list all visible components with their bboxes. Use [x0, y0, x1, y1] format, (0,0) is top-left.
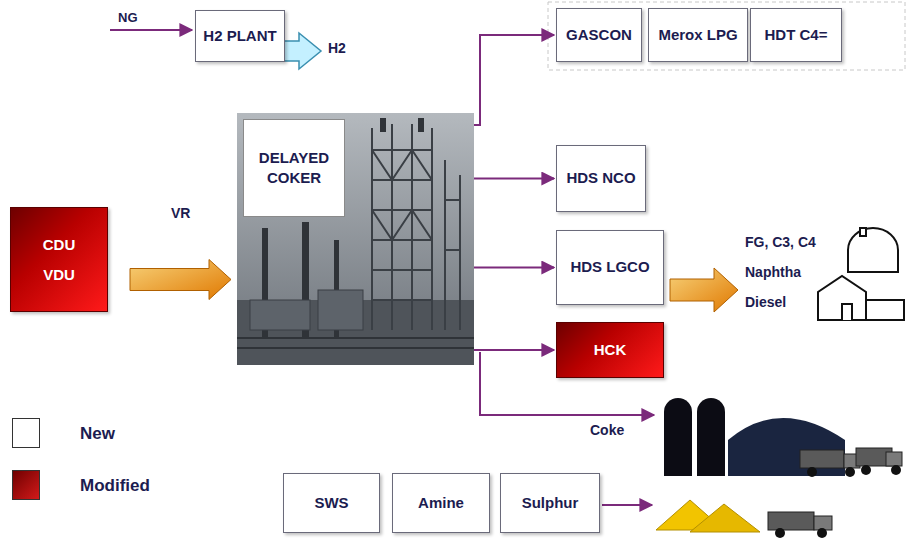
process-box: H2 PLANT — [195, 10, 285, 62]
process-box: SWS — [283, 473, 380, 533]
product-name: Coke — [590, 422, 624, 439]
sulphur-line — [602, 504, 652, 506]
unit-name: GASCON — [562, 24, 636, 47]
process-box: Sulphur — [500, 473, 600, 533]
process-box: HDS NCO — [556, 145, 646, 212]
product-block-arrow — [670, 268, 738, 312]
feed-block-arrow — [130, 260, 231, 300]
unit-name: HDS NCO — [562, 167, 639, 190]
unit-name: HDS LGCO — [566, 256, 653, 279]
unit-name: HDT C4= — [761, 24, 832, 47]
group-frame — [548, 2, 905, 70]
legend-swatch — [12, 418, 40, 448]
process-box: CDU VDU — [10, 207, 108, 312]
storage-icon — [818, 228, 904, 320]
unit-name: SWS — [310, 492, 352, 515]
flow-arrow — [474, 349, 554, 351]
stream-name: NG — [118, 10, 138, 26]
coke-storage-icon — [664, 398, 902, 477]
process-box: HDT C4= — [750, 8, 842, 62]
plant-photo: DELAYED COKER — [237, 113, 474, 365]
product-name: Naphtha — [745, 264, 801, 281]
unit-name: Merox LPG — [654, 24, 741, 47]
unit-name: Sulphur — [518, 492, 583, 515]
process-box: Merox LPG — [648, 8, 748, 62]
process-box: Amine — [392, 473, 490, 533]
process-box: GASCON — [556, 8, 642, 62]
process-box: HCK — [556, 322, 664, 378]
product-name: FG, C3, C4 — [745, 234, 816, 251]
flow-arrow — [474, 267, 554, 269]
flow-arrow — [474, 178, 554, 180]
sulphur-pile-icon — [656, 500, 832, 538]
stream-name: H2 — [328, 40, 346, 57]
legend-swatch — [12, 470, 40, 500]
coker-photo — [237, 113, 474, 365]
unit-name: Amine — [414, 492, 468, 515]
process-box: HDS LGCO — [556, 230, 664, 305]
flow-arrow — [474, 35, 554, 125]
stream-name: VR — [168, 205, 193, 222]
unit-label: DELAYED COKER — [243, 119, 345, 217]
product-block-arrow — [280, 33, 321, 69]
unit-name: CDU VDU — [30, 228, 88, 292]
unit-name: HCK — [590, 339, 631, 362]
legend-text: New — [80, 424, 115, 444]
feed-arrow — [110, 29, 192, 31]
legend-text: Modified — [80, 476, 150, 496]
product-name: Diesel — [745, 294, 786, 311]
unit-name: H2 PLANT — [199, 25, 280, 48]
